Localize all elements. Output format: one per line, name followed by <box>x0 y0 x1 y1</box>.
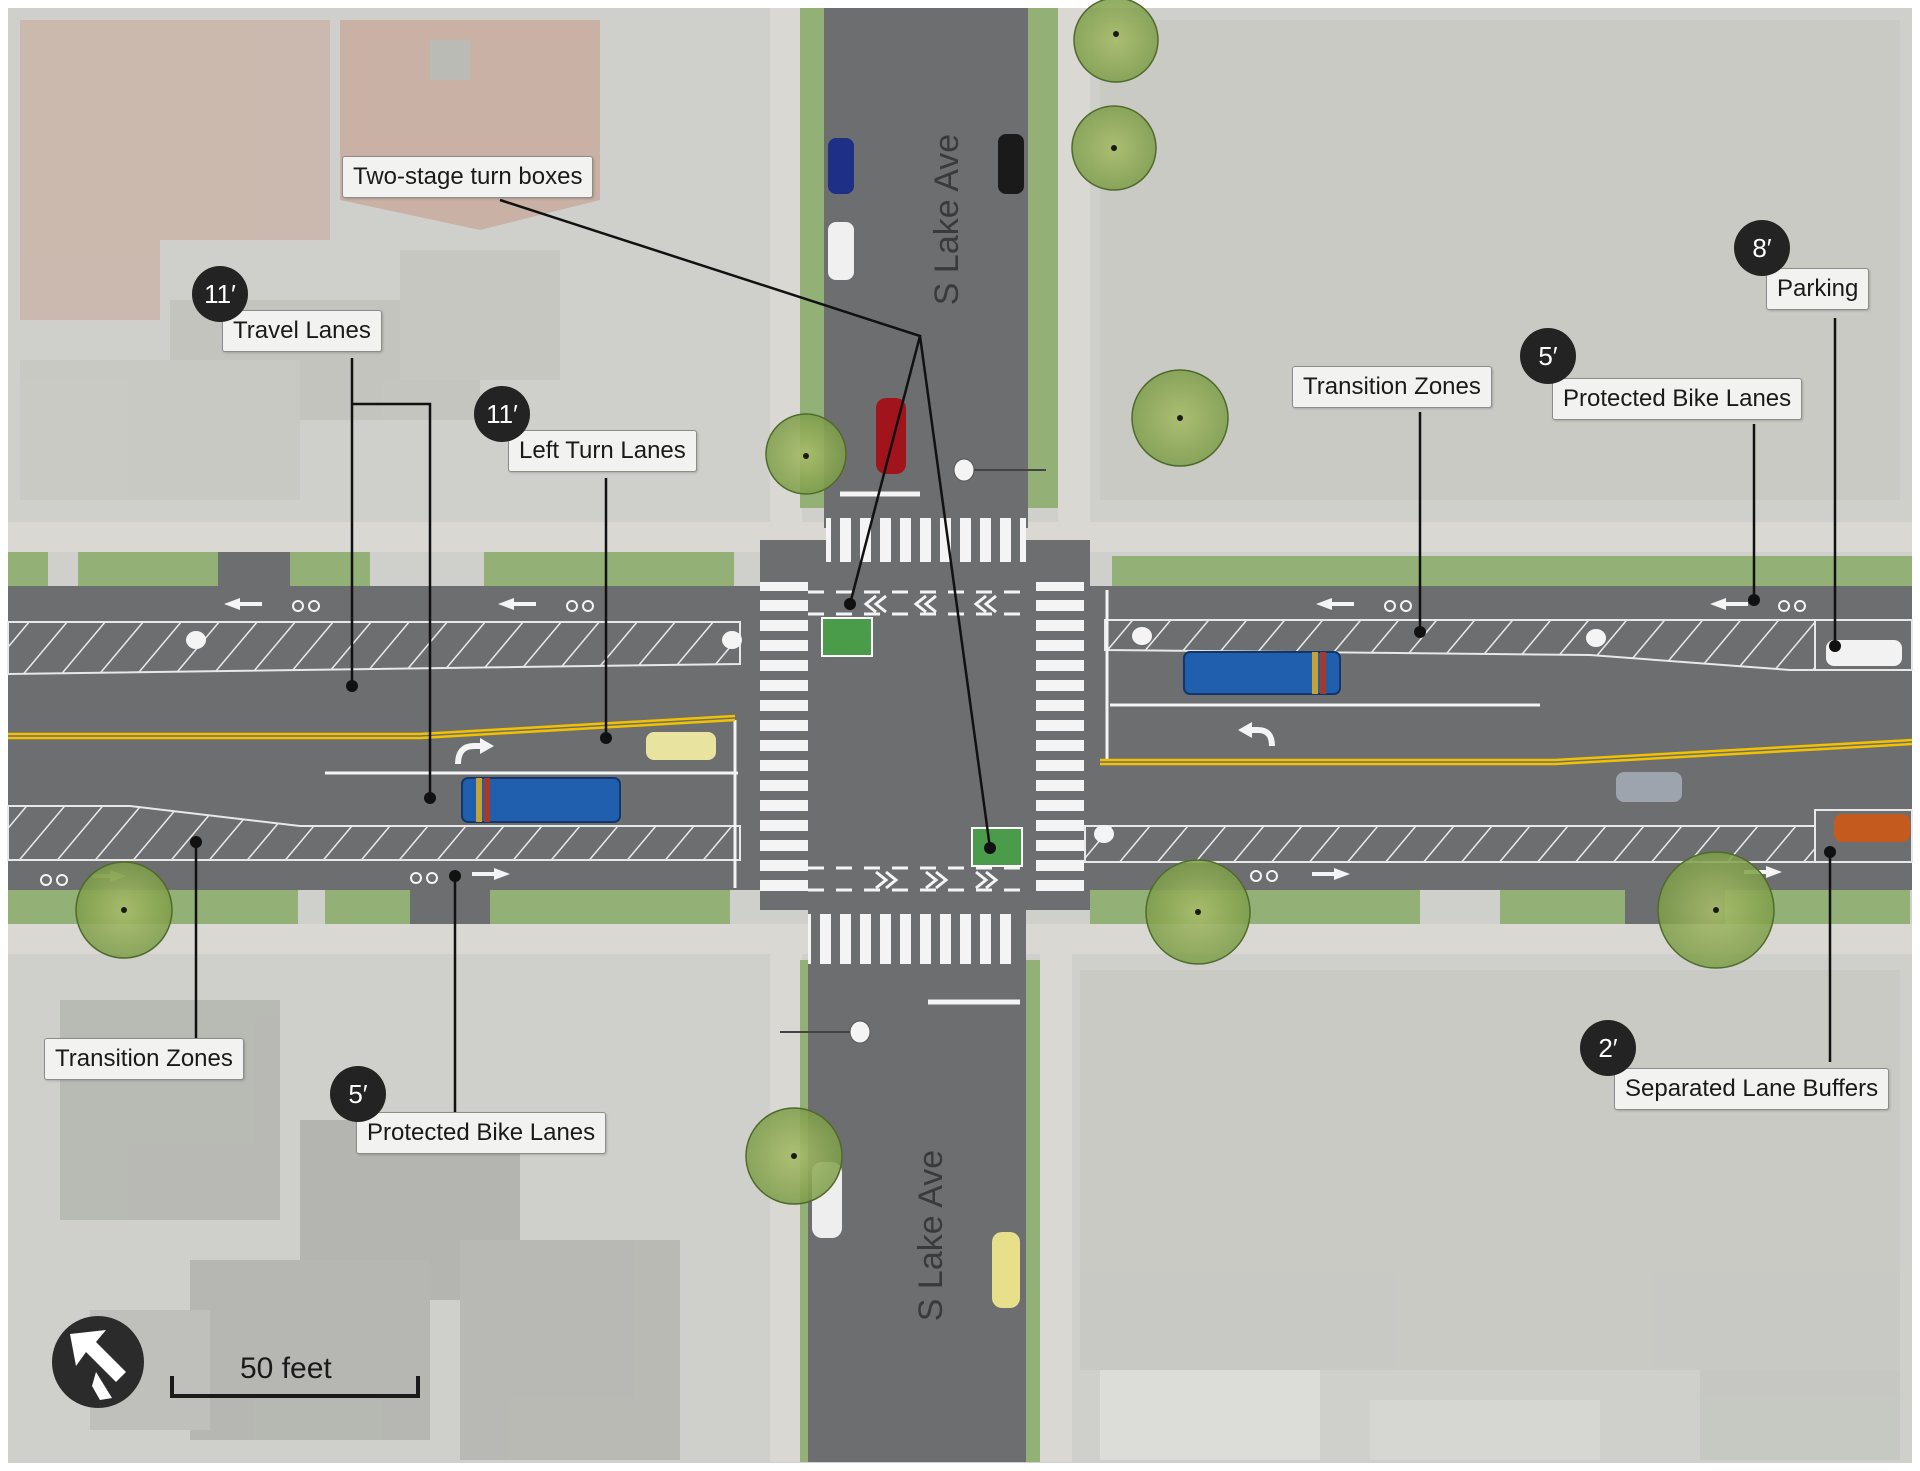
bike-lane-markings <box>92 598 1782 882</box>
scale-bar <box>170 1376 420 1398</box>
callout-parking: Parking <box>1766 268 1870 310</box>
callout-two-stage-turn-boxes: Two-stage turn boxes <box>342 156 594 198</box>
badge-protected-bike-lanes-sw: 5′ <box>330 1066 386 1122</box>
callout-left-turn-lanes: Left Turn Lanes <box>508 430 697 472</box>
callout-protected-bike-lanes-ne: Protected Bike Lanes <box>1552 378 1803 420</box>
leader-dots <box>190 594 1841 882</box>
north-arrow-icon <box>52 1316 144 1408</box>
badge-left-turn-lanes: 11′ <box>474 386 530 442</box>
street-lights <box>186 458 1606 1044</box>
bike-crossings <box>808 590 1032 892</box>
turn-arrow-icon <box>455 727 1275 765</box>
scale-label: 50 feet <box>240 1352 332 1385</box>
badge-protected-bike-lanes-ne: 5′ <box>1520 328 1576 384</box>
callout-travel-lanes: Travel Lanes <box>222 310 382 352</box>
badge-separated-lane-buffers: 2′ <box>1580 1020 1636 1076</box>
callout-transition-zones-ne: Transition Zones <box>1292 366 1492 408</box>
callout-transition-zones-sw: Transition Zones <box>44 1038 244 1080</box>
leader-lines <box>194 198 1837 1118</box>
bicycle-icon <box>40 600 1806 886</box>
bus-icon <box>461 651 1341 823</box>
turn-boxes <box>821 617 1023 867</box>
crosswalks <box>760 518 1084 964</box>
callout-protected-bike-lanes-sw: Protected Bike Lanes <box>356 1112 607 1154</box>
badge-parking: 8′ <box>1734 220 1790 276</box>
badge-travel-lanes: 11′ <box>192 266 248 322</box>
callout-separated-lane-buffers: Separated Lane Buffers <box>1614 1068 1890 1110</box>
street-label-north: S Lake Ave <box>928 133 967 306</box>
center-line <box>8 714 1913 766</box>
street-label-south: S Lake Ave <box>912 1149 951 1322</box>
